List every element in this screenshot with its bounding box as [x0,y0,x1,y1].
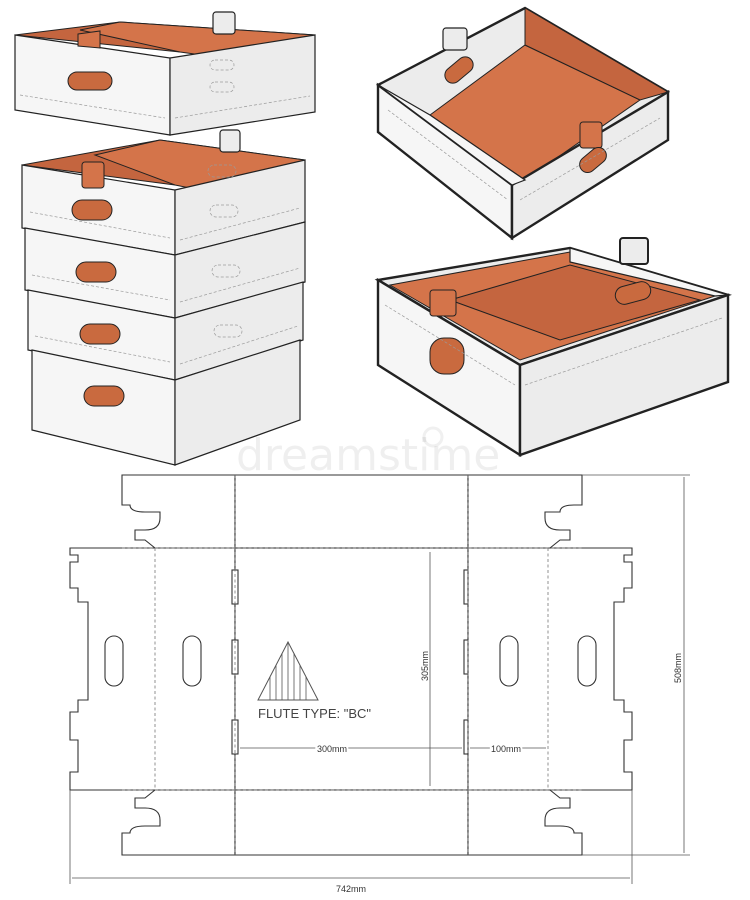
stack-tray-body [21,129,306,466]
dimension-508mm-label: 508mm [673,653,683,683]
tray-top-view-illustration [376,6,670,241]
watermark-text: dreamstime [236,430,500,481]
svg-text:100mm: 100mm [491,744,521,754]
dimension-305mm-label: 305mm [420,651,430,681]
dimension-742mm-label: 742mm [336,884,366,894]
watermark-icon [422,426,444,448]
flute-type-label: FLUTE TYPE: "BC" [258,706,371,721]
flute-direction-icon [257,640,319,701]
svg-text:300mm: 300mm [317,744,347,754]
dieline-template: FLUTE TYPE: "BC" 300mm 300mm 100mm 100mm… [69,474,690,894]
stacked-trays-illustration [14,11,316,466]
stack-tray-top [14,11,316,136]
dimension-300mm-label: 300mm [317,744,347,754]
dimension-100mm-label: 100mm [491,744,521,754]
tray-perspective-illustration [374,237,732,458]
